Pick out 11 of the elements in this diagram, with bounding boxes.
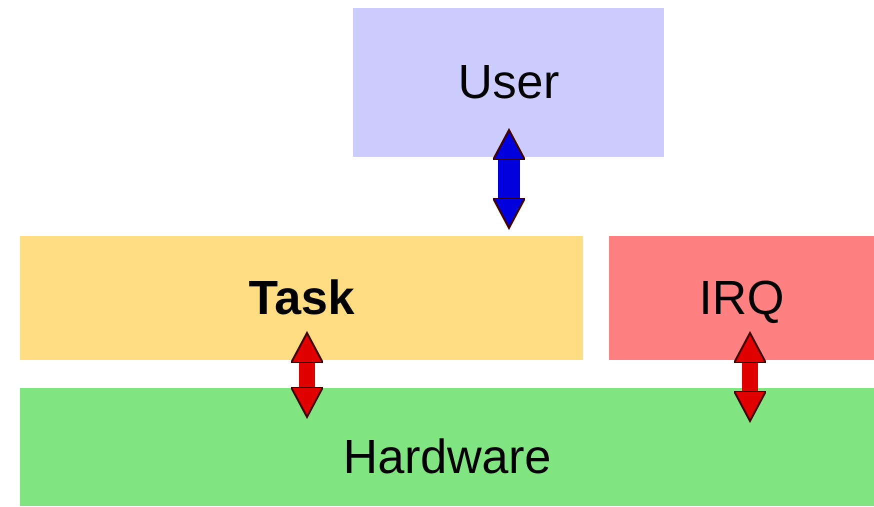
layer-box	[20, 236, 583, 360]
double-arrow	[290, 332, 324, 418]
layer-label: IRQ	[698, 270, 784, 326]
layer-box	[20, 388, 874, 506]
layer-box	[353, 8, 664, 157]
layer-label: User	[458, 55, 560, 110]
double-arrow	[733, 332, 767, 422]
layer-label: Task	[248, 270, 354, 326]
double-arrow	[492, 129, 526, 229]
layer-label: Hardware	[342, 430, 552, 484]
layer-box	[609, 236, 874, 360]
